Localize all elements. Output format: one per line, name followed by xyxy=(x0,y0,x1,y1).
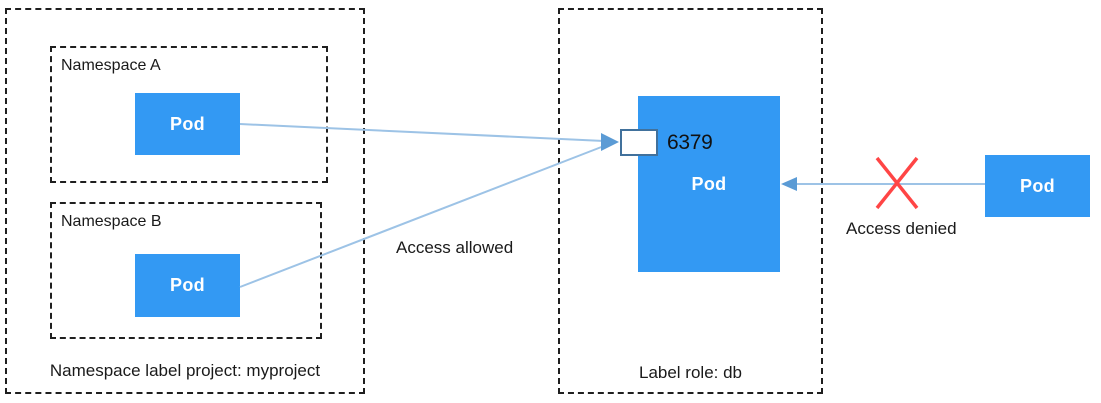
namespace-b-title: Namespace B xyxy=(61,213,162,230)
denied-x-icon xyxy=(875,156,919,210)
pod-namespace-b-label: Pod xyxy=(170,275,205,295)
pod-role-db: Pod xyxy=(638,96,780,272)
denied-x-stroke-2 xyxy=(875,156,919,210)
role-db-caption: Label role: db xyxy=(638,363,743,382)
pod-external: Pod xyxy=(985,155,1090,217)
pod-namespace-a: Pod xyxy=(135,93,240,155)
namespace-group-caption: Namespace label project: myproject xyxy=(49,361,321,380)
pod-namespace-b: Pod xyxy=(135,254,240,317)
namespace-a-box xyxy=(50,46,328,183)
denied-x-stroke-1 xyxy=(875,156,919,210)
port-square xyxy=(620,129,658,156)
pod-namespace-a-label: Pod xyxy=(170,113,205,134)
access-allowed-label: Access allowed xyxy=(396,238,514,257)
access-denied-label: Access denied xyxy=(846,219,957,238)
pod-role-db-label: Pod xyxy=(691,173,727,194)
port-number: 6379 xyxy=(667,131,713,154)
namespace-a-title: Namespace A xyxy=(61,57,161,74)
pod-external-label: Pod xyxy=(1020,175,1055,196)
